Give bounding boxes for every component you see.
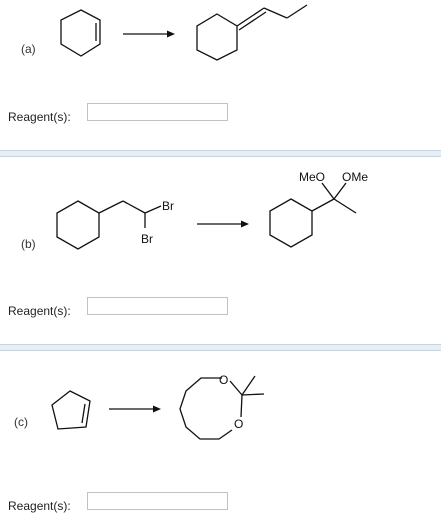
reagent-label-c: Reagent(s): — [8, 499, 71, 513]
cyclopentene-structure — [51, 390, 91, 430]
oxygen-label-2: O — [234, 417, 243, 431]
reaction-c-scheme: O O — [51, 373, 265, 440]
problem-a: (a) Reagent(s): — [0, 0, 441, 150]
reaction-arrow-c — [109, 405, 161, 413]
dioxocane-product-structure — [179, 375, 265, 440]
oxygen-label-1: O — [219, 373, 228, 387]
problem-b: Br Br MeO OMe (b) Reagent(s): — [0, 157, 441, 344]
part-label-b: (b) — [21, 237, 36, 251]
propylidene-cyclohexane-structure — [196, 4, 308, 61]
cyclohexene-structure — [60, 9, 101, 57]
section-divider-1 — [0, 150, 441, 157]
part-label-c: (c) — [14, 415, 28, 429]
reaction-b-scheme: Br Br MeO OMe — [56, 170, 368, 250]
dibromide-structure — [56, 200, 162, 250]
reagent-input-a[interactable] — [87, 103, 228, 121]
br-label-1: Br — [162, 199, 174, 213]
reagent-input-c[interactable] — [87, 492, 228, 510]
problem-c: O O (c) Reagent(s): — [0, 351, 441, 516]
acetal-product-structure — [269, 182, 357, 248]
meo-label: MeO — [299, 170, 325, 184]
br-label-2: Br — [141, 232, 153, 246]
reagent-label-b: Reagent(s): — [8, 304, 71, 318]
reaction-arrow-a — [123, 30, 175, 38]
ome-label: OMe — [342, 170, 368, 184]
section-divider-2 — [0, 344, 441, 351]
reaction-a-scheme — [60, 4, 308, 61]
reaction-arrow-b — [197, 220, 249, 228]
reagent-label-a: Reagent(s): — [8, 110, 71, 124]
part-label-a: (a) — [21, 42, 36, 56]
reagent-input-b[interactable] — [87, 297, 228, 315]
